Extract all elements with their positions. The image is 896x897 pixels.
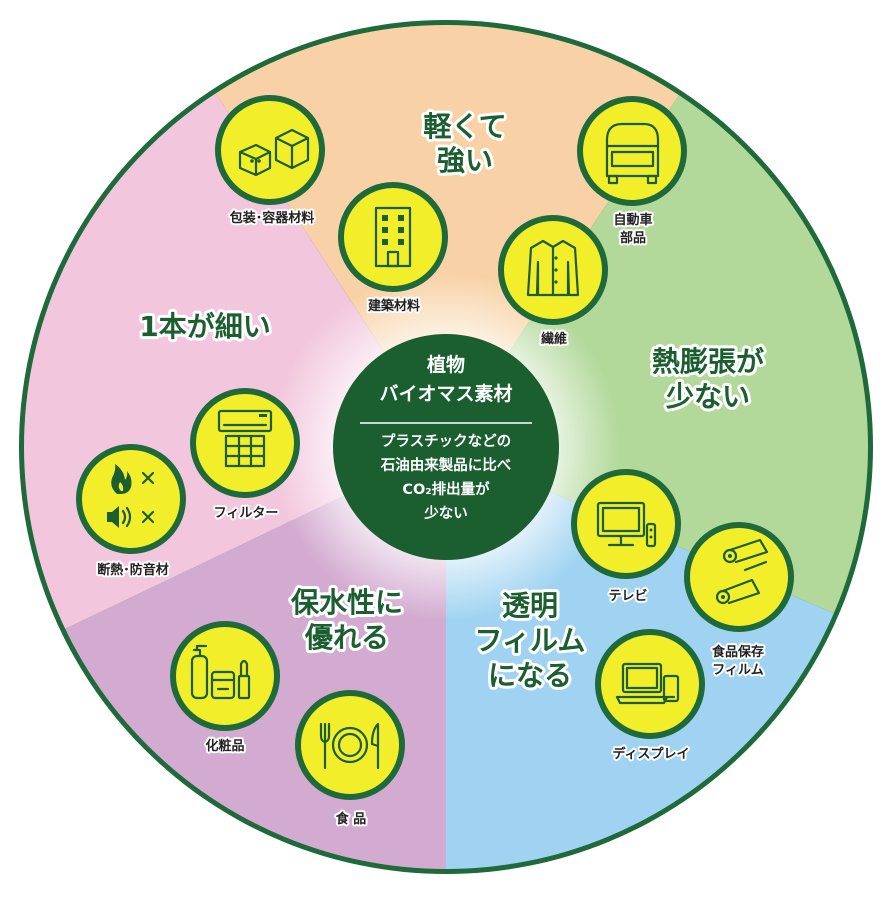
center-desc-line4: 少ない	[423, 505, 468, 522]
center-title-line1: 植物	[427, 353, 465, 376]
feature-light-strong-line1: 軽くて	[423, 110, 506, 143]
film-roll-icon	[715, 538, 769, 605]
building-icon	[374, 206, 412, 268]
feature-thin-fiber: 1本が細い	[139, 310, 270, 343]
speaker-icon	[107, 506, 132, 528]
app-filter: フィルター	[190, 388, 300, 523]
building-label: 建築材料	[368, 298, 420, 314]
food-film-label-line2: フィルム	[712, 663, 763, 678]
feature-low-expansion-line2: 少ない	[666, 380, 750, 413]
shirt-icon	[526, 239, 580, 297]
app-food: 食 品	[295, 690, 405, 829]
close-icon	[141, 510, 155, 524]
center-desc-line2: 石油由来製品に比べ	[380, 456, 512, 474]
flame-icon	[111, 464, 132, 494]
feature-transparent-film-line1: 透明	[502, 589, 558, 622]
air-conditioner-icon	[217, 409, 273, 468]
app-textile: 繊維	[498, 215, 608, 349]
packaging-label: 包装･容器材料	[230, 210, 315, 226]
tv-label: テレビ	[608, 588, 647, 604]
close-icon	[141, 471, 155, 485]
food-label: 食 品	[336, 811, 367, 827]
cosmetics-label: 化粧品	[205, 738, 244, 754]
app-display: ディスプレイ	[595, 629, 705, 764]
devices-icon	[615, 662, 680, 705]
feature-light-strong-line2: 強い	[437, 144, 493, 177]
tv-icon	[596, 501, 657, 548]
center-desc-line3: CO₂排出量が	[402, 480, 490, 498]
center-circle	[333, 334, 559, 560]
insulation-label: 断熱･防音材	[97, 562, 169, 578]
feature-low-expansion-line1: 熱膨張が	[652, 345, 764, 378]
feature-water-retention-line2: 優れる	[304, 621, 389, 654]
center-desc-line1: プラスチックなどの	[381, 433, 511, 450]
app-food-film: 食品保存 フィルム	[684, 522, 794, 680]
display-label: ディスプレイ	[612, 746, 689, 762]
feature-transparent-film-line2: フィルム	[475, 624, 586, 657]
feature-water-retention-line1: 保水性に	[291, 586, 403, 619]
app-insulation: 断熱･防音材	[76, 444, 186, 580]
auto-parts-label-line2: 部品	[620, 230, 646, 246]
plate-cutlery-icon	[319, 722, 380, 770]
car-icon	[605, 122, 660, 185]
app-tv: テレビ	[571, 469, 681, 606]
app-auto-parts: 自動車 部品	[577, 96, 687, 248]
boxes-icon	[238, 128, 310, 177]
feature-transparent-film-line3: になる	[488, 659, 572, 692]
filter-label: フィルター	[214, 506, 279, 521]
app-cosmetics: 化粧品	[170, 621, 280, 756]
center-title-line2: バイオマス素材	[379, 382, 512, 405]
app-building: 建築材料	[338, 182, 448, 316]
app-packaging: 包装･容器材料	[215, 95, 325, 228]
auto-parts-label-line1: 自動車	[613, 212, 652, 228]
textile-label: 繊維	[541, 331, 567, 347]
cosmetics-icon	[190, 644, 251, 700]
food-film-label-line1: 食品保存	[712, 644, 764, 660]
